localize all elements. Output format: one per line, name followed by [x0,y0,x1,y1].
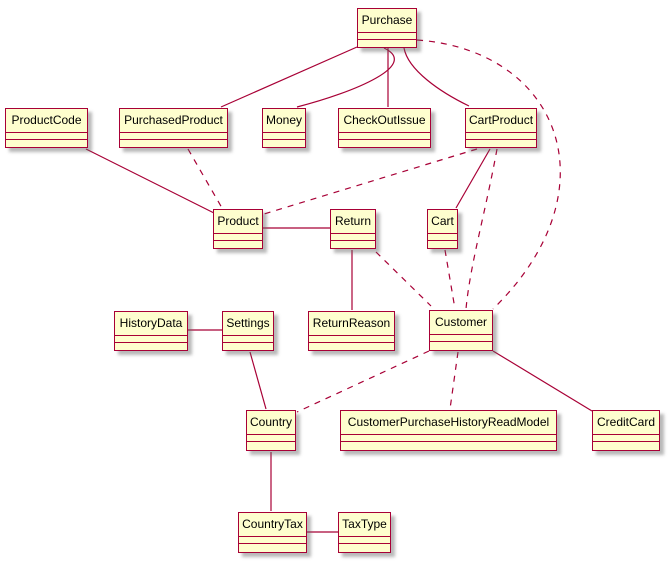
attributes-compartment [428,233,457,240]
edge-customer-customerpurchasehistoryreadmodel-dashed [449,351,459,410]
methods-compartment [239,542,306,549]
class-title: CountryTax [242,517,303,531]
edge-cart-customer-dashed [444,249,456,310]
methods-compartment [223,341,273,348]
attributes-compartment [214,233,262,240]
methods-compartment [358,38,416,45]
class-title: Settings [226,316,270,330]
methods-compartment [593,440,659,447]
attributes-compartment [339,132,430,139]
class-title: Purchase [361,13,413,27]
class-product: Product [213,209,263,249]
class-title: Money [266,113,303,127]
attributes-compartment [341,434,556,441]
edge-productcode-product [85,148,215,214]
edge-customer-creditcard [492,350,593,412]
methods-compartment [339,542,390,549]
methods-compartment [120,138,227,145]
methods-compartment [263,138,305,145]
class-returnreason: ReturnReason [308,311,395,351]
methods-compartment [341,440,556,447]
attributes-compartment [6,132,87,139]
methods-compartment [430,340,492,347]
methods-compartment [247,440,295,447]
edge-purchase-purchasedproduct [220,46,358,108]
edge-settings-country [249,351,267,410]
class-return: Return [330,209,376,249]
class-title: CreditCard [596,415,656,429]
class-title: Customer [434,315,487,329]
class-title: Product [217,214,259,228]
methods-compartment [115,341,187,348]
class-cart: Cart [427,209,458,249]
class-purchasedproduct: PurchasedProduct [119,108,228,148]
attributes-compartment [430,334,492,341]
attributes-compartment [466,132,536,139]
class-title: ProductCode [11,113,82,127]
class-title: Cart [431,214,454,228]
methods-compartment [339,138,430,145]
class-checkoutissue: CheckOutIssue [338,108,431,148]
class-taxtype: TaxType [338,512,391,553]
attributes-compartment [339,536,390,543]
class-title: PurchasedProduct [124,113,223,127]
class-title: CheckOutIssue [343,113,426,127]
methods-compartment [6,138,87,145]
class-creditcard: CreditCard [592,410,660,451]
attributes-compartment [331,233,375,240]
edge-customer-country-dashed [296,350,430,413]
attributes-compartment [223,335,273,342]
class-settings: Settings [222,311,274,351]
methods-compartment [428,239,457,246]
methods-compartment [466,138,536,145]
edge-purchase-cartproduct [403,47,470,107]
attributes-compartment [120,132,227,139]
attributes-compartment [247,434,295,441]
class-customer: Customer [429,310,493,351]
class-title: TaxType [342,517,387,531]
attributes-compartment [358,32,416,39]
edge-cartproduct-cart [455,148,491,209]
class-title: Country [250,415,293,429]
class-title: ReturnReason [312,316,391,330]
edge-cartproduct-product-dashed [263,148,478,215]
edge-purchasedproduct-product-dashed [187,148,223,209]
class-cartproduct: CartProduct [465,108,537,148]
class-title: CustomerPurchaseHistoryReadModel [347,415,550,429]
class-productcode: ProductCode [5,108,88,148]
class-title: HistoryData [119,316,183,330]
attributes-compartment [309,335,394,342]
methods-compartment [309,341,394,348]
class-country: Country [246,410,296,451]
methods-compartment [214,239,262,246]
edge-cartproduct-customer-dashed [465,148,498,310]
methods-compartment [331,239,375,246]
class-historydata: HistoryData [114,311,188,351]
class-title: Return [334,214,372,228]
edge-purchase-money [296,47,395,108]
class-purchase: Purchase [357,8,417,48]
edge-return-customer-dashed [375,251,432,307]
attributes-compartment [115,335,187,342]
attributes-compartment [239,536,306,543]
class-title: CartProduct [469,113,534,127]
attributes-compartment [593,434,659,441]
attributes-compartment [263,132,305,139]
edge-purchase-customer-dashed [416,39,561,310]
class-customerpurchasehistoryreadmodel: CustomerPurchaseHistoryReadModel [340,410,557,451]
class-countrytax: CountryTax [238,512,307,553]
class-money: Money [262,108,306,148]
